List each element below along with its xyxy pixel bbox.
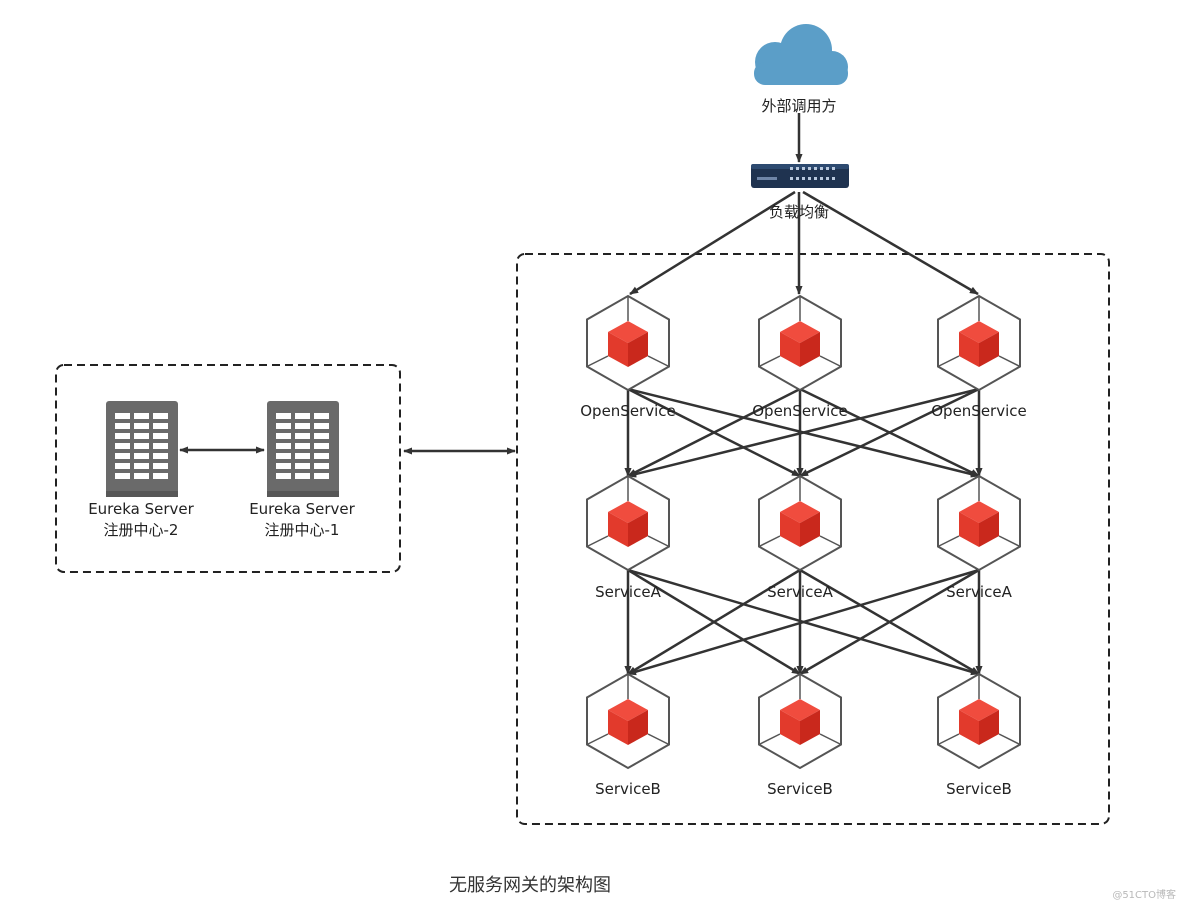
open-service-label-1: OpenService [580,402,676,420]
service-a-label-3: ServiceA [946,583,1012,601]
arrow-lb-to-open-3 [802,190,979,296]
cloud-icon [754,24,848,85]
eureka-server-2-subtitle: 注册中心-2 [104,521,179,539]
load-balancer-label: 负载均衡 [769,203,829,221]
open-service-node-2 [758,295,842,391]
server-icon [106,401,178,497]
service-b-label-3: ServiceB [946,780,1012,798]
open-service-node-3 [937,295,1021,391]
mesh-arrows [624,387,983,676]
arrow-service-a-3-to-service-b-1 [627,568,980,676]
service-b-node-1 [586,673,670,769]
eureka-cluster-box [55,364,401,573]
service-a-node-3 [937,475,1021,571]
connector-arrows [179,113,979,455]
services-cluster-box [516,253,1110,825]
open-service-label-2: OpenService [752,402,848,420]
service-a-label-1: ServiceA [595,583,661,601]
arrow-open-2-to-service-a-1 [627,387,801,478]
load-balancer-icon [751,164,849,188]
service-b-node-2 [758,673,842,769]
external-caller-label: 外部调用方 [761,97,836,115]
service-a-node-1 [586,475,670,571]
service-b-label-1: ServiceB [595,780,661,798]
arrow-open-3-to-service-a-1 [627,387,980,478]
service-a-label-2: ServiceA [767,583,833,601]
eureka-server-2-title: Eureka Server [88,500,194,518]
server-icon [267,401,339,497]
service-b-label-2: ServiceB [767,780,833,798]
open-service-node-1 [586,295,670,391]
open-service-label-3: OpenService [931,402,1027,420]
service-a-node-2 [758,475,842,571]
arrow-service-a-3-to-service-b-2 [799,568,980,676]
eureka-server-1-title: Eureka Server [249,500,355,518]
arrow-open-3-to-service-a-2 [799,387,980,478]
diagram-caption: 无服务网关的架构图 [449,875,611,896]
arrow-service-a-2-to-service-b-1 [627,568,801,676]
service-b-node-3 [937,673,1021,769]
arrow-lb-to-open-1 [629,190,796,296]
eureka-server-1-subtitle: 注册中心-1 [265,521,340,539]
watermark: @51CTO博客 [1112,888,1176,901]
